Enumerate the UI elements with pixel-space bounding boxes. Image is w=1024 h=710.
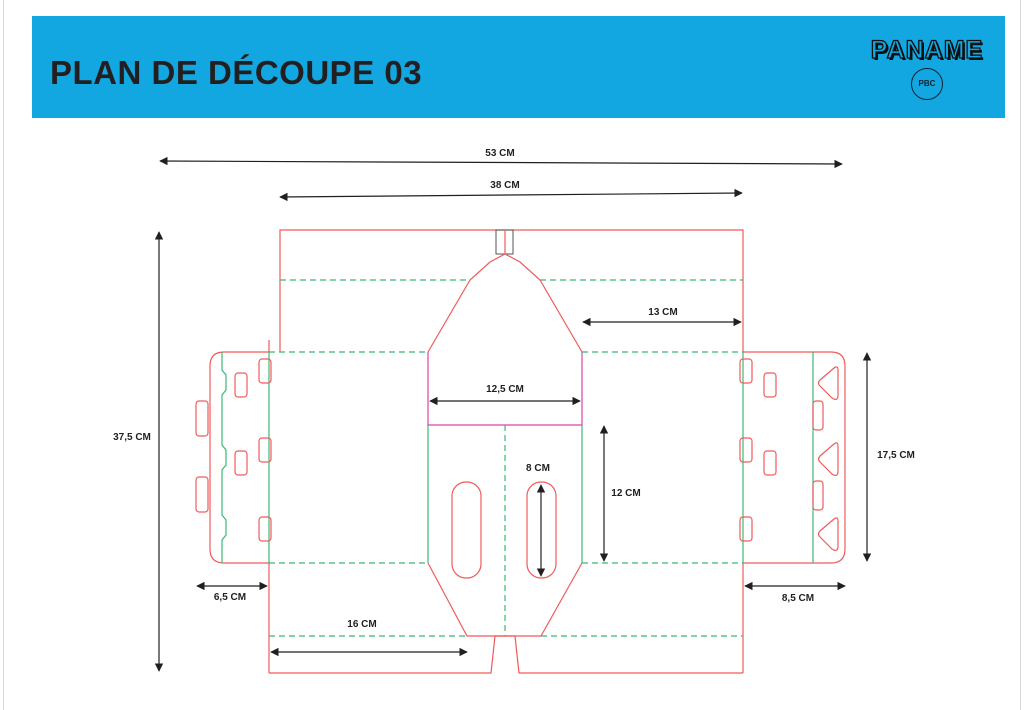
dimension-right-flap-height: 17,5 CM bbox=[862, 352, 915, 562]
label-left-flap-width: 6,5 CM bbox=[214, 592, 246, 603]
left-flap bbox=[195, 340, 272, 564]
page-edge-right bbox=[1020, 0, 1021, 710]
label-top-width: 38 CM bbox=[490, 180, 519, 191]
label-right-flap-height: 17,5 CM bbox=[877, 450, 915, 461]
page-title: PLAN DE DÉCOUPE 03 bbox=[50, 54, 423, 91]
label-top-flap: 13 CM bbox=[648, 307, 677, 318]
dimension-height: 37,5 CM bbox=[113, 231, 164, 672]
brand-logo: PANAME PBC bbox=[867, 35, 987, 100]
dimension-left-flap-width: 6,5 CM bbox=[196, 581, 268, 603]
label-side-height: 12 CM bbox=[611, 488, 640, 499]
dimension-slot-height: 8 CM bbox=[526, 463, 550, 577]
dimension-top-width: 38 CM bbox=[279, 180, 743, 202]
right-flap bbox=[739, 351, 846, 564]
page-edge-left bbox=[3, 0, 4, 710]
label-center-width: 12,5 CM bbox=[486, 384, 524, 395]
seal-icon: PBC bbox=[911, 68, 943, 100]
bottom-panel bbox=[268, 563, 744, 674]
dimension-side-height: 12 CM bbox=[599, 425, 641, 562]
dimension-right-flap-width: 8,5 CM bbox=[744, 581, 846, 604]
label-slot-height: 8 CM bbox=[526, 463, 550, 474]
label-right-flap-width: 8,5 CM bbox=[782, 593, 814, 604]
dimension-top-flap: 13 CM bbox=[582, 307, 742, 327]
header-banner: PLAN DE DÉCOUPE 03 PANAME PBC bbox=[32, 16, 1005, 118]
dimension-total-width: 53 CM bbox=[159, 148, 843, 169]
logo-wordmark: PANAME bbox=[870, 35, 984, 64]
dimension-center-width: 12,5 CM bbox=[429, 384, 581, 406]
label-height: 37,5 CM bbox=[113, 432, 151, 443]
label-bottom-width: 16 CM bbox=[347, 619, 376, 630]
top-panel bbox=[279, 229, 744, 352]
body-panels bbox=[269, 351, 743, 637]
label-total-width: 53 CM bbox=[485, 148, 514, 159]
dimension-bottom-width: 16 CM bbox=[270, 619, 468, 657]
